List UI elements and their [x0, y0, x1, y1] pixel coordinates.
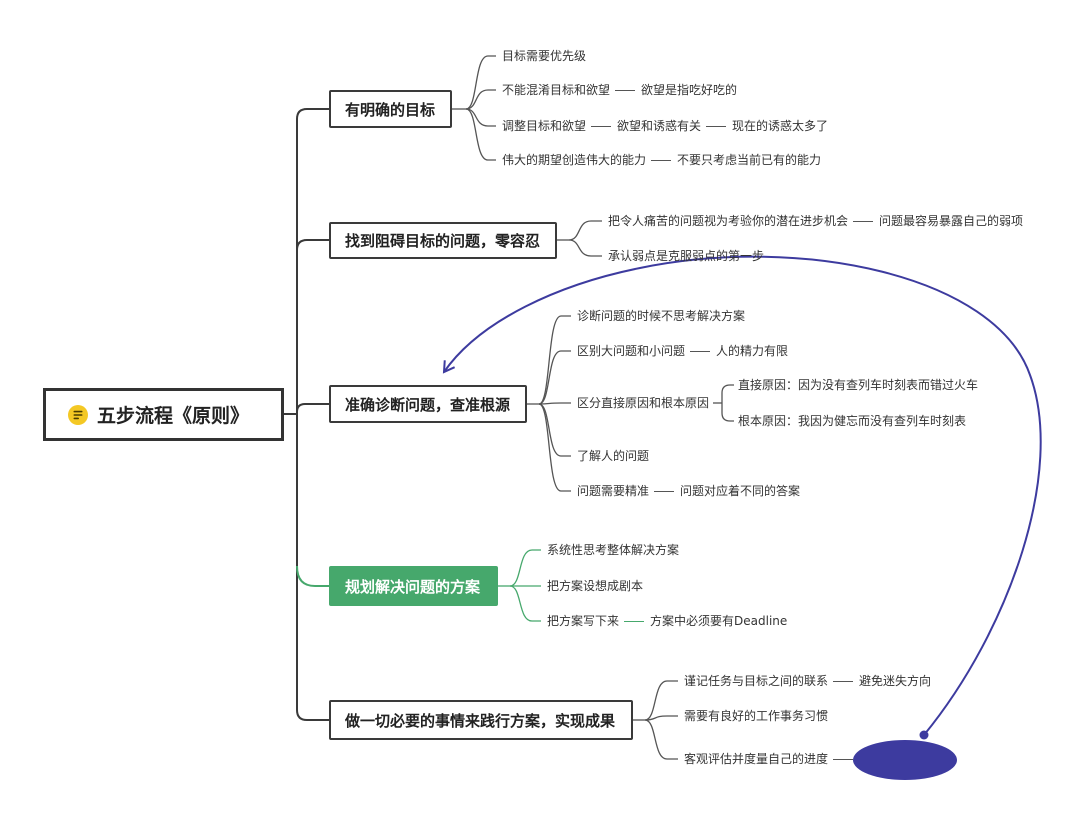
subtopic-connectors-2 [557, 220, 602, 257]
subtopic-row: 区别大问题和小问题 人的精力有限 [577, 343, 788, 359]
subtopic-row: 需要有良好的工作事务习惯 [684, 708, 828, 724]
detail-topic: 现在的诱惑太多了 [732, 119, 829, 133]
detail-topic: 避免迷失方向 [859, 674, 932, 688]
subtopic: 客观评估并度量自己的进度 [684, 752, 829, 766]
root-cause: 根本原因：我因为健忘而没有查列车时刻表 [738, 414, 967, 428]
subtopic: 系统性思考整体解决方案 [547, 543, 680, 557]
branch-connector-1 [284, 108, 329, 415]
detail-topic: 不要只考虑当前已有的能力 [677, 153, 822, 167]
subtopic: 需要有良好的工作事务习惯 [684, 709, 829, 723]
subtopic-connectors-1 [452, 55, 496, 161]
subtopic-row: 调整目标和欲望 欲望和诱惑有关 现在的诱惑太多了 [502, 118, 828, 134]
subtopic: 不能混淆目标和欲望 [502, 83, 611, 97]
inline-connector [833, 758, 854, 760]
loop-back-arrow-start-dot [919, 730, 929, 740]
branch-connector-4 [296, 565, 329, 587]
subtopic: 把方案设想成剧本 [547, 579, 644, 593]
cause-row: 根本原因：我因为健忘而没有查列车时刻表 [738, 413, 966, 429]
subtopic-row: 诊断问题的时候不思考解决方案 [577, 308, 745, 324]
inline-connector [706, 125, 727, 127]
subtopic-row: 问题需要精准 问题对应着不同的答案 [577, 483, 800, 499]
subtopic: 承认弱点是克服弱点的第一步 [608, 249, 765, 263]
inline-connector [833, 680, 854, 682]
root-title: 五步流程《原则》 [97, 405, 250, 427]
loop-back-node [853, 740, 957, 780]
notes-icon [68, 404, 88, 425]
subtopic-row: 把方案设想成剧本 [547, 578, 643, 594]
main-topic-title: 找到阻碍目标的问题，零容忍 [345, 232, 541, 250]
subtopic: 把令人痛苦的问题视为考验你的潜在进步机会 [608, 214, 849, 228]
detail-topic: 欲望是指吃好吃的 [641, 83, 738, 97]
main-topic-1: 有明确的目标 [329, 90, 452, 128]
cause-row: 直接原因：因为没有查列车时刻表而错过火车 [738, 377, 978, 393]
subtopic-row: 了解人的问题 [577, 448, 649, 464]
subtopic-row: 把方案写下来 方案中必须要有Deadline [547, 613, 787, 629]
main-topic-title: 规划解决问题的方案 [345, 577, 481, 596]
detail-topic: 欲望和诱惑有关 [617, 119, 702, 133]
inline-connector [624, 620, 645, 622]
subtopic: 把方案写下来 [547, 614, 620, 628]
inline-connector [654, 490, 675, 492]
main-topic-2: 找到阻碍目标的问题，零容忍 [329, 222, 557, 259]
subtopic-connectors-3 [527, 315, 734, 492]
subtopic: 诊断问题的时候不思考解决方案 [577, 309, 746, 323]
main-topic-3: 准确诊断问题，查准根源 [329, 385, 527, 423]
branch-connector-5 [284, 413, 329, 721]
subtopic-connectors-5 [633, 680, 678, 760]
subtopic-row: 把令人痛苦的问题视为考验你的潜在进步机会 问题最容易暴露自己的弱项 [608, 213, 1023, 229]
subtopic-row: 区分直接原因和根本原因 [577, 395, 709, 411]
subtopic: 区分直接原因和根本原因 [577, 396, 710, 410]
root-topic: 五步流程《原则》 [43, 388, 284, 441]
subtopic: 调整目标和欲望 [502, 119, 587, 133]
detail-topic: 人的精力有限 [716, 344, 789, 358]
subtopic: 伟大的期望创造伟大的能力 [502, 153, 647, 167]
subtopic-connectors-4 [498, 549, 541, 622]
subtopic-row: 伟大的期望创造伟大的能力 不要只考虑当前已有的能力 [502, 152, 821, 168]
main-topic-5: 做一切必要的事情来践行方案，实现成果 [329, 700, 633, 740]
subtopic-row: 承认弱点是克服弱点的第一步 [608, 248, 764, 264]
inline-connector [690, 350, 711, 352]
main-topic-title: 做一切必要的事情来践行方案，实现成果 [345, 711, 616, 730]
inline-connector [651, 159, 672, 161]
subtopic-row: 目标需要优先级 [502, 48, 586, 64]
main-topic-title: 准确诊断问题，查准根源 [345, 395, 511, 414]
branch-connector-3 [284, 403, 329, 415]
inline-connector [591, 125, 612, 127]
inline-connector [615, 89, 636, 91]
direct-cause: 直接原因：因为没有查列车时刻表而错过火车 [738, 378, 979, 392]
main-topic-title: 有明确的目标 [345, 100, 436, 119]
main-topic-4-highlighted: 规划解决问题的方案 [329, 566, 498, 606]
subtopic: 区别大问题和小问题 [577, 344, 686, 358]
detail-topic: 问题最容易暴露自己的弱项 [879, 214, 1024, 228]
detail-topic: 问题对应着不同的答案 [680, 484, 801, 498]
subtopic-row: 客观评估并度量自己的进度 [684, 751, 854, 767]
branch-connector-2 [284, 239, 329, 415]
inline-connector [853, 220, 874, 222]
subtopic: 目标需要优先级 [502, 49, 587, 63]
subtopic: 问题需要精准 [577, 484, 650, 498]
subtopic-row: 不能混淆目标和欲望 欲望是指吃好吃的 [502, 82, 737, 98]
subtopic: 了解人的问题 [577, 449, 650, 463]
loop-back-arrow [442, 255, 1042, 736]
subtopic-row: 谨记任务与目标之间的联系 避免迷失方向 [684, 673, 931, 689]
subtopic-row: 系统性思考整体解决方案 [547, 542, 679, 558]
detail-topic: 方案中必须要有Deadline [650, 614, 788, 628]
subtopic: 谨记任务与目标之间的联系 [684, 674, 829, 688]
